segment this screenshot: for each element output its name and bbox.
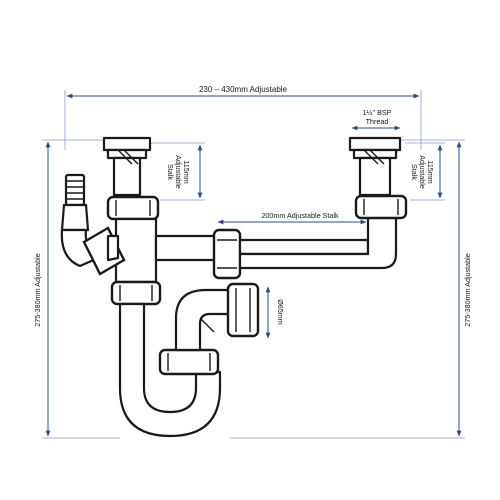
right-stalk-label: 115mm Adjustable Stalk (410, 155, 435, 189)
upper-trap-nut (110, 280, 162, 306)
right-stalk-line3: Stalk (410, 164, 419, 180)
left-riser-pipe (114, 217, 158, 284)
appliance-hose-spigot (60, 173, 100, 268)
outlet-bend-pipe (174, 288, 234, 352)
tee-horizontal-pipe (154, 234, 218, 262)
right-waste-inlet (348, 136, 402, 197)
bsp-label-line1: 1½" BSP (363, 108, 392, 117)
right-stalk-line2: Adjustable (418, 155, 427, 189)
left-stalk-line1: 115mm (182, 160, 191, 183)
dimension-lines (42, 90, 465, 439)
left-stalk-line3: Stalk (166, 164, 175, 180)
right-stalk-nut (354, 194, 408, 220)
trap-assembly (60, 136, 408, 438)
left-height-label: 275-380mm Adjustable (33, 253, 42, 327)
u-bend-trap (118, 302, 222, 438)
top-width-label: 230 – 430mm Adjustable (199, 85, 288, 94)
outlet-compression-nut (226, 282, 260, 338)
right-height-label: 275-380mm Adjustable (463, 253, 472, 327)
left-waste-inlet (102, 136, 152, 197)
tee-compression-nut (212, 228, 242, 280)
spigot-compression-nut (82, 226, 126, 276)
horizontal-adjustable-stalk (238, 238, 370, 256)
left-stalk-line2: Adjustable (174, 155, 183, 189)
dimension-labels: 230 – 430mm Adjustable 1½" BSP Thread 11… (33, 85, 472, 327)
horizontal-stalk-label: 200mm Adjustable Stalk (261, 211, 339, 220)
left-stalk-label: 115mm Adjustable Stalk (166, 155, 191, 189)
bsp-label-line2: Thread (366, 117, 389, 126)
right-stalk-line1: 115mm (426, 160, 435, 183)
outlet-diameter-label: Ø65mm (276, 299, 285, 325)
